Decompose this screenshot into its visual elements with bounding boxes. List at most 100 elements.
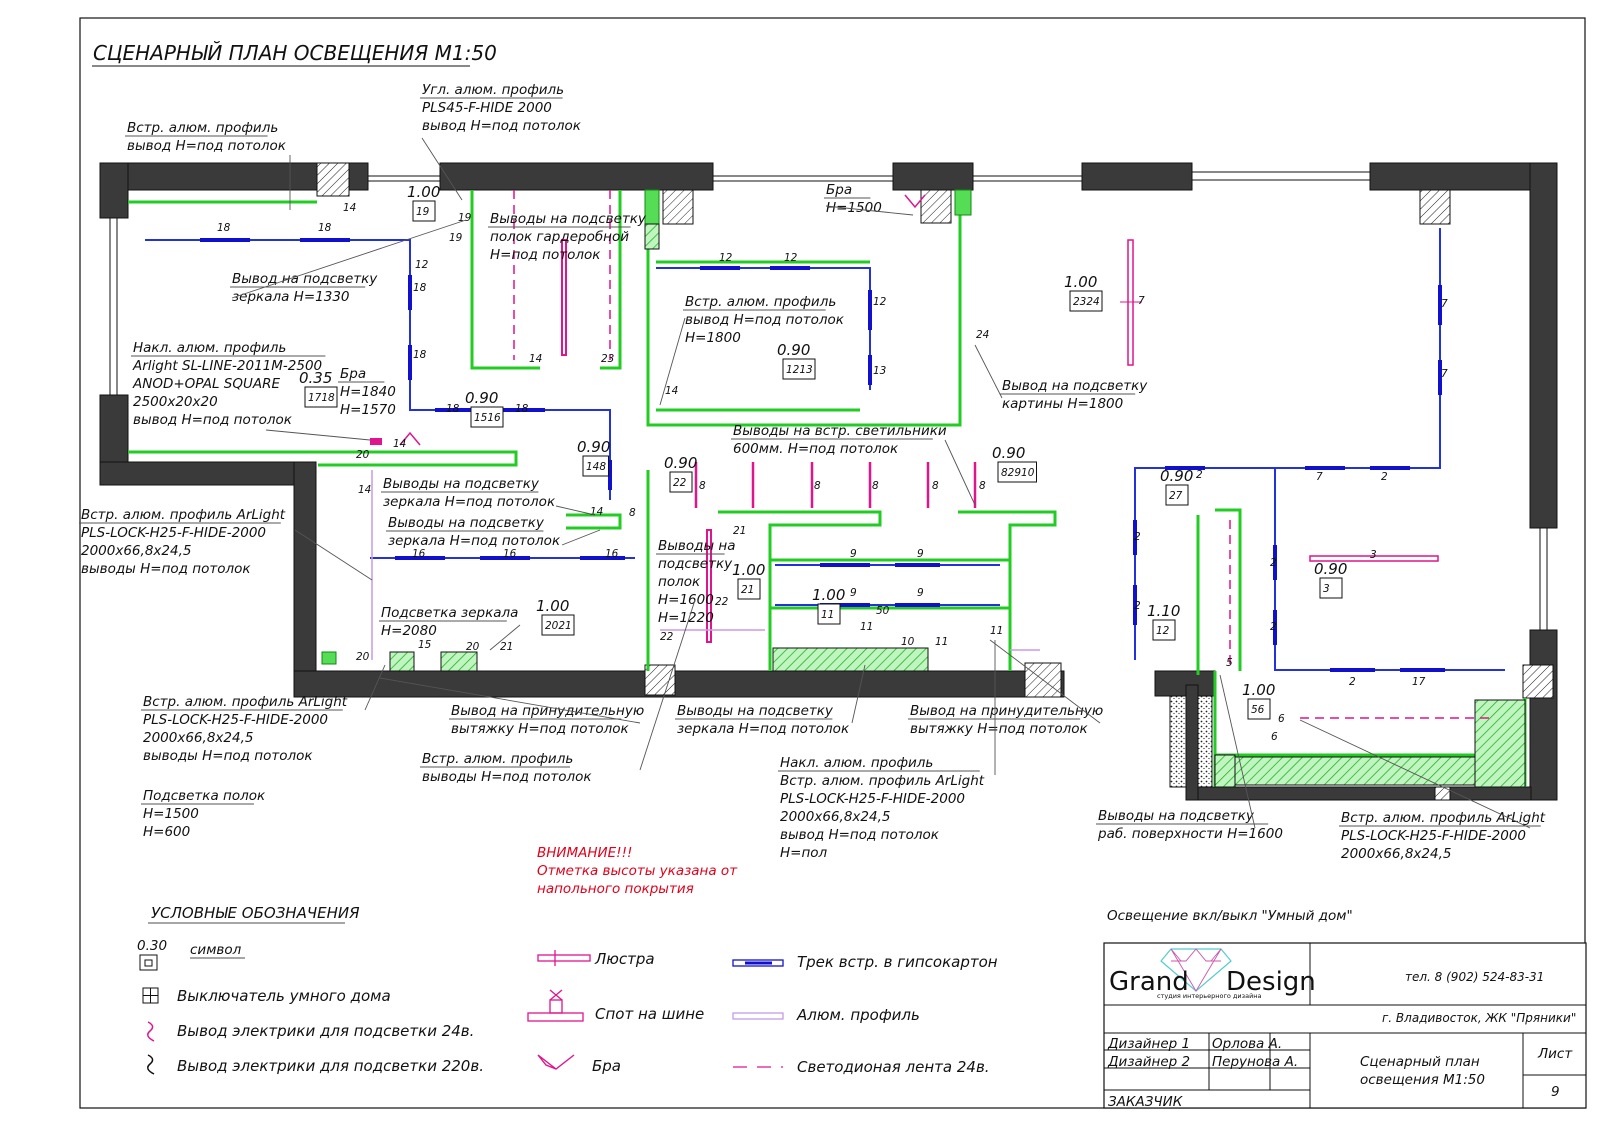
svg-text:Люстра: Люстра <box>594 950 655 968</box>
group-number: 9 <box>917 548 924 560</box>
switch-ids: 19 <box>416 206 430 218</box>
svg-text:освещения М1:50: освещения М1:50 <box>1360 1072 1485 1088</box>
switch-height: 0.35 <box>299 369 332 387</box>
drawing-frame <box>79 17 1586 1109</box>
callout-line: Выводы на подсветку <box>383 476 540 492</box>
group-number: 8 <box>872 480 879 492</box>
group-number: 22 <box>660 631 674 643</box>
aluminium-profiles <box>128 189 1527 788</box>
callout-line: H=1840 <box>340 384 396 400</box>
grand-design-logo: Grand Design студия интерьерного дизайна <box>1109 948 1316 1000</box>
switch-ids: 3 <box>1323 583 1330 595</box>
group-number: 12 <box>784 252 798 264</box>
switch-ids: 27 <box>1169 490 1183 502</box>
callout-line: PLS-LOCK-H25-F-HIDE-2000 <box>81 525 266 541</box>
callout-line: выводы H=под потолок <box>81 561 251 577</box>
switch-ids: 22 <box>673 477 687 489</box>
callout-line: H=1800 <box>685 330 741 346</box>
callout-line: вывод H=под потолок <box>127 138 287 154</box>
callout-line: вывод H=под потолок <box>133 412 293 428</box>
callout-line: Выводы на подсветку <box>490 211 647 227</box>
switch-ids: 1213 <box>786 364 813 376</box>
callout-line: зеркала H=под потолок <box>383 494 556 510</box>
callout-line: 2000х66,8х24,5 <box>780 809 890 825</box>
callout-line: Встр. алюм. профиль <box>127 120 278 136</box>
callout-c23: Выводы на подсветку раб. поверхности H=16… <box>1096 674 1283 842</box>
svg-text:Design: Design <box>1226 967 1316 997</box>
callout-line: H=1500 <box>143 806 199 822</box>
switch-ids: 56 <box>1251 704 1265 716</box>
callout-line: Выводы на встр. светильники <box>733 423 947 439</box>
group-number: 8 <box>699 480 706 492</box>
group-number: 2 <box>1270 621 1277 633</box>
group-number: 14 <box>393 438 406 450</box>
group-number: 2 <box>1381 471 1388 483</box>
callout-line: Вывод на принудительную <box>910 703 1103 719</box>
group-number: 10 <box>901 636 915 648</box>
callout-line: раб. поверхности H=1600 <box>1097 826 1283 842</box>
callout-line: полок <box>658 574 701 590</box>
callout-c11: Выводы на подсветку зеркала H=под потолок <box>381 476 596 516</box>
group-number: 2 <box>1270 557 1277 569</box>
callout-line: Встр. алюм. профиль <box>685 294 836 310</box>
switch-height: 1.00 <box>812 586 845 604</box>
group-number: 14 <box>529 353 542 365</box>
legend-symbol-label: символ <box>190 942 242 958</box>
svg-text:Выключатель умного дома: Выключатель умного дома <box>177 987 391 1005</box>
wall-light-icon <box>537 1054 575 1070</box>
callout-line: Вывод на подсветку <box>1002 378 1148 394</box>
group-number: 18 <box>318 222 332 234</box>
group-number: 11 <box>990 625 1003 637</box>
group-number: 12 <box>873 296 887 308</box>
outlet-24v-icon <box>147 1021 155 1042</box>
chandelier-icon <box>537 950 591 966</box>
group-number: 2 <box>1134 531 1141 543</box>
callout-line: ANOD+OPAL SQUARE <box>132 376 281 392</box>
svg-text:Светодионая лента 24в.: Светодионая лента 24в. <box>797 1058 990 1076</box>
svg-text:Сценарный план: Сценарный план <box>1360 1054 1480 1070</box>
svg-text:Дизайнер 2: Дизайнер 2 <box>1107 1054 1190 1070</box>
callout-line: Встр. алюм. профиль ArLight <box>1341 810 1546 826</box>
group-number: 50 <box>876 605 890 617</box>
callout-line: Угл. алюм. профиль <box>422 82 564 98</box>
callout-line: Встр. алюм. профиль ArLight <box>143 694 348 710</box>
group-number: 8 <box>932 480 939 492</box>
group-number: 9 <box>850 587 857 599</box>
svg-text:ВНИМАНИЕ!!!: ВНИМАНИЕ!!! <box>537 845 632 861</box>
legend-symbol-height: 0.30 <box>137 938 167 954</box>
group-number: 11 <box>935 636 948 648</box>
svg-text:Спот на шине: Спот на шине <box>595 1005 704 1023</box>
group-number: 14 <box>358 484 371 496</box>
group-number: 2 <box>1349 676 1356 688</box>
switch-ids: 2021 <box>545 620 572 632</box>
svg-text:Бра: Бра <box>592 1057 621 1075</box>
group-number: 20 <box>466 641 480 653</box>
switch-height: 0.90 <box>992 444 1025 462</box>
callout-line: 2500х20х20 <box>133 394 218 410</box>
switch-height: 1.00 <box>732 561 765 579</box>
callout-line: Накл. алюм. профиль <box>133 340 286 356</box>
callout-line: Бра <box>340 366 366 382</box>
switch-ids: 2324 <box>1073 296 1100 308</box>
group-number: 18 <box>217 222 231 234</box>
callout-line: подсветку <box>658 556 733 572</box>
callout-c24: Встр. алюм. профиль ArLightPLS-LOCK-H25-… <box>1299 719 1546 862</box>
callout-line: Вывод на подсветку <box>232 271 378 287</box>
group-number: 9 <box>850 548 857 560</box>
rail-spot-icon <box>527 989 584 1022</box>
group-number: 6 <box>1271 731 1278 743</box>
callout-line: Выводы на подсветку <box>1098 808 1255 824</box>
